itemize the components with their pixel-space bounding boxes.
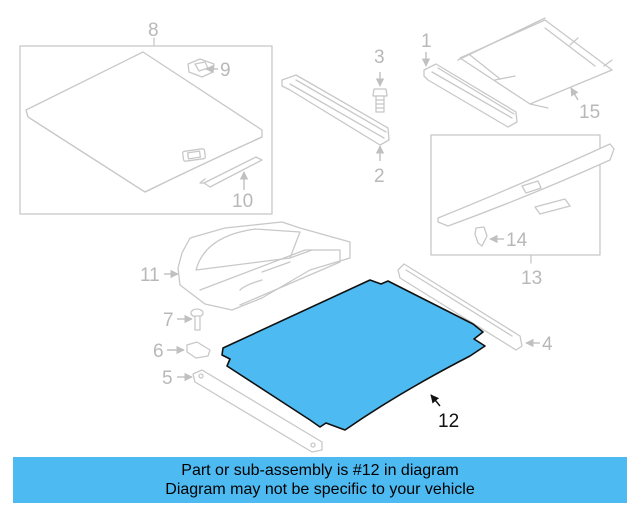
callout-4[interactable]: 4 <box>542 334 553 355</box>
part-6-clip[interactable] <box>186 341 211 359</box>
callout-15[interactable]: 15 <box>579 102 600 123</box>
part-8-group[interactable] <box>19 37 273 215</box>
part-5-bar[interactable] <box>192 369 323 453</box>
callout-7[interactable]: 7 <box>163 310 174 331</box>
part-11-tray[interactable] <box>177 221 351 311</box>
callout-6[interactable]: 6 <box>153 341 164 362</box>
part-4-bar[interactable] <box>397 263 523 351</box>
caption-line-part: Part or sub-assembly is #12 in diagram <box>181 462 459 479</box>
part-3-bolt[interactable] <box>372 88 388 113</box>
part-15-net[interactable] <box>457 17 613 109</box>
callout-11[interactable]: 11 <box>140 265 160 286</box>
callout-1[interactable]: 1 <box>421 31 432 52</box>
callout-arrows <box>164 52 579 407</box>
part-1-rail[interactable] <box>423 63 518 128</box>
callout-12[interactable]: 12 <box>438 411 459 432</box>
callout-13[interactable]: 13 <box>521 268 542 289</box>
callout-3[interactable]: 3 <box>374 47 385 68</box>
callout-5[interactable]: 5 <box>162 368 173 389</box>
callout-2[interactable]: 2 <box>374 166 385 187</box>
callout-14[interactable]: 14 <box>506 230 528 251</box>
part-13-group[interactable] <box>430 134 615 264</box>
caption-bar: Part or sub-assembly is #12 in diagram D… <box>13 457 627 503</box>
part-2-rail[interactable] <box>281 74 390 146</box>
caption-line-disclaimer: Diagram may not be specific to your vehi… <box>165 481 475 498</box>
callout-8[interactable]: 8 <box>148 20 159 41</box>
callout-10[interactable]: 10 <box>232 191 253 212</box>
callout-9[interactable]: 9 <box>220 60 231 81</box>
part-12-cargo-mat[interactable] <box>221 279 486 431</box>
part-7-screw[interactable] <box>190 308 204 331</box>
